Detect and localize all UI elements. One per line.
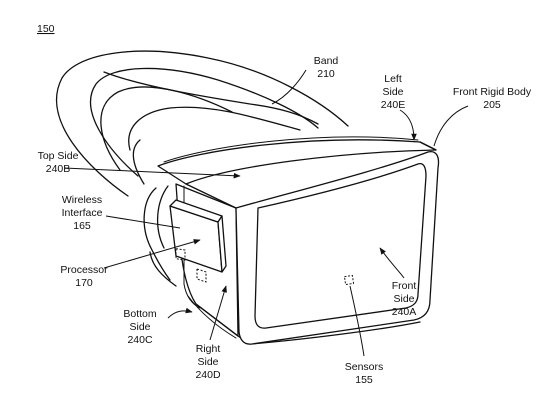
label-right-side: Right Side 240D	[195, 343, 221, 381]
svg-text:Left: Left	[384, 73, 402, 85]
svg-text:Side: Side	[129, 321, 150, 333]
module-side	[217, 215, 227, 273]
svg-text:Side: Side	[393, 293, 414, 305]
label-top-side: Top Side 240B	[38, 150, 79, 175]
label-left-side: Left Side 240E	[381, 73, 406, 111]
svg-text:Band: Band	[314, 55, 339, 67]
label-processor: Processor 170	[60, 264, 108, 289]
svg-text:205: 205	[483, 99, 501, 111]
svg-text:165: 165	[73, 220, 91, 232]
svg-text:Bottom: Bottom	[123, 308, 157, 320]
label-band: Band 210	[314, 55, 339, 80]
svg-text:Front: Front	[392, 280, 417, 292]
svg-text:240E: 240E	[381, 99, 406, 111]
svg-text:240C: 240C	[127, 334, 153, 346]
svg-text:210: 210	[317, 68, 335, 80]
svg-text:Right: Right	[196, 343, 221, 355]
svg-text:240B: 240B	[46, 163, 71, 175]
svg-text:Wireless: Wireless	[62, 194, 102, 206]
sensors-marker	[343, 274, 355, 286]
band-strap	[56, 50, 349, 287]
svg-text:Front Rigid Body: Front Rigid Body	[453, 86, 532, 98]
electronics-module	[169, 199, 227, 283]
label-wireless-interface: Wireless Interface 165	[62, 194, 103, 232]
svg-text:Processor: Processor	[60, 264, 108, 276]
processor-chip	[196, 268, 207, 283]
label-front-rigid-body: Front Rigid Body 205	[453, 86, 532, 111]
svg-text:Sensors: Sensors	[345, 361, 384, 373]
svg-text:Side: Side	[382, 86, 403, 98]
label-front-side: Front Side 240A	[392, 280, 417, 318]
svg-text:170: 170	[75, 277, 93, 289]
label-sensors: Sensors 155	[345, 361, 384, 386]
svg-text:Interface: Interface	[62, 207, 103, 219]
svg-text:240D: 240D	[195, 369, 221, 381]
leader-lines	[63, 69, 469, 357]
figure-number: 150	[37, 23, 55, 35]
svg-text:155: 155	[355, 374, 373, 386]
front-side-panel	[254, 162, 427, 329]
label-bottom-side: Bottom Side 240C	[123, 308, 157, 346]
wireless-interface-chip	[175, 248, 186, 261]
svg-text:Top Side: Top Side	[38, 150, 79, 162]
svg-text:240A: 240A	[392, 306, 417, 318]
svg-text:Side: Side	[197, 356, 218, 368]
